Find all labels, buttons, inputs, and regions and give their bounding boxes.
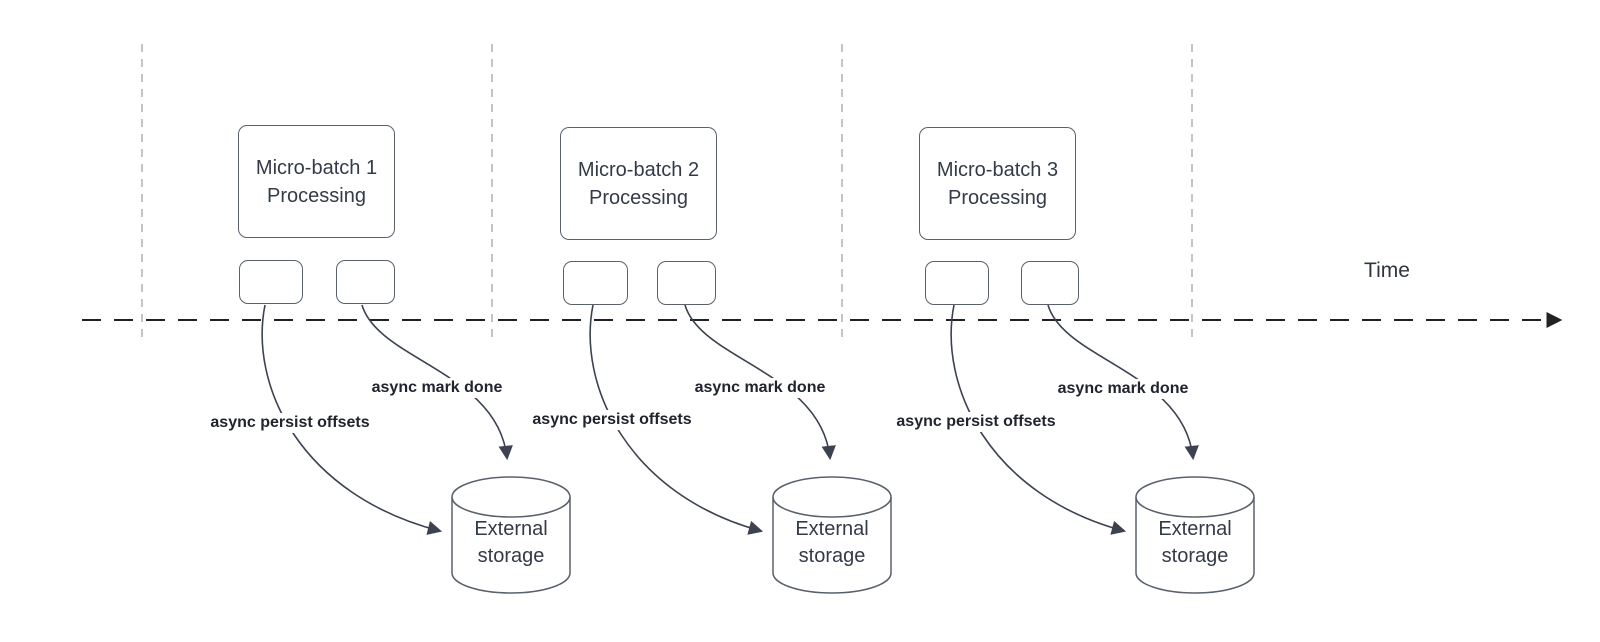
micro-batch-1-processing-box: Micro-batch 1 Processing — [238, 125, 395, 238]
external-storage-label-3: External storage — [1140, 516, 1250, 570]
persist-offsets-task-box-3 — [925, 261, 989, 305]
external-storage-label-1-line1: External — [474, 518, 548, 540]
mark-done-label-1: async mark done — [367, 378, 507, 398]
persist-offsets-arrow-2 — [589, 304, 764, 535]
mark-done-arrow-2 — [684, 304, 836, 461]
mark-done-task-box-2 — [657, 261, 716, 305]
mark-done-arrow-1 — [361, 304, 513, 461]
mark-done-label-2: async mark done — [690, 378, 830, 398]
external-storage-label-2-line2: storage — [798, 545, 866, 567]
micro-batch-1-title-line2: Processing — [267, 184, 366, 207]
external-storage-label-2-line1: External — [795, 518, 869, 540]
persist-offsets-label-3: async persist offsets — [892, 412, 1060, 432]
micro-batch-3-title-line1: Micro-batch 3 — [936, 158, 1059, 181]
mark-done-task-box-1 — [336, 260, 395, 304]
micro-batch-1-title-line1: Micro-batch 1 — [255, 156, 378, 179]
time-axis-label: Time — [1364, 259, 1410, 282]
mark-done-task-box-3 — [1021, 261, 1079, 305]
storage-cylinder-2 — [772, 476, 892, 594]
micro-batch-3-title-line2: Processing — [948, 186, 1047, 209]
mark-done-label-3: async mark done — [1053, 379, 1193, 399]
micro-batch-2-processing-box: Micro-batch 2 Processing — [560, 127, 717, 240]
persist-offsets-task-box-2 — [563, 261, 628, 305]
storage-cylinder-1 — [451, 476, 571, 594]
persist-offsets-task-box-1 — [239, 260, 303, 304]
micro-batch-2-title-line2: Processing — [589, 186, 688, 209]
external-storage-label-1-line2: storage — [477, 545, 545, 567]
persist-offsets-arrow-3 — [950, 304, 1127, 535]
external-storage-label-3-line2: storage — [1161, 545, 1229, 567]
persist-offsets-label-2: async persist offsets — [528, 410, 696, 430]
external-storage-label-3-line1: External — [1158, 518, 1232, 540]
mark-done-arrow-3 — [1047, 304, 1199, 461]
storage-cylinder-3 — [1135, 476, 1255, 594]
persist-offsets-arrow-1 — [261, 304, 443, 535]
external-storage-label-2: External storage — [777, 516, 887, 570]
micro-batch-2-title-line1: Micro-batch 2 — [577, 158, 700, 181]
external-storage-label-1: External storage — [456, 516, 566, 570]
persist-offsets-label-1: async persist offsets — [206, 413, 374, 433]
micro-batch-3-processing-box: Micro-batch 3 Processing — [919, 127, 1076, 240]
